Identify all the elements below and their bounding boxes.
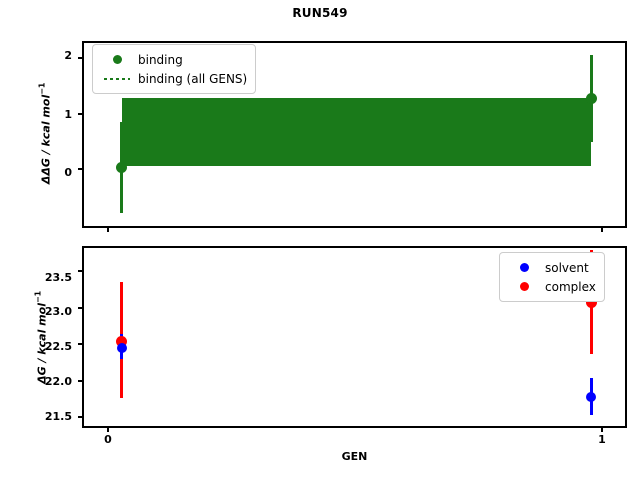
top-plot-area — [82, 41, 627, 228]
bottom-yticklabel-4-wrap: 23.5 — [0, 271, 72, 284]
bottom-yaxis-title-text: ΔG / kcal mol — [35, 303, 49, 384]
top-legend-row-all-gens[interactable]: binding (all GENS) — [100, 69, 247, 88]
bottom-xtick-1 — [601, 428, 603, 432]
top-legend-label-1: binding (all GENS) — [138, 71, 248, 86]
top-yaxis-title-text: ΔΔG / kcal mol — [39, 94, 53, 185]
complex-marker-gen1[interactable] — [585, 297, 597, 309]
binding-dotted-line-icon — [100, 77, 134, 80]
top-legend-row-binding[interactable]: binding — [100, 50, 247, 69]
bottom-yticklabel-4: 23.5 — [44, 271, 72, 284]
bottom-yticklabel-1: 22.0 — [44, 375, 72, 388]
solvent-marker-icon — [507, 263, 541, 272]
bottom-ytick-21-5 — [78, 416, 82, 419]
top-yticklabel-2-wrap: 2 — [0, 49, 72, 62]
top-yticklabel-0: 0 — [64, 166, 72, 179]
binding-marker-gen1[interactable] — [585, 93, 597, 105]
all-gens-density-band — [121, 97, 592, 166]
top-yticklabel-1-wrap: 1 — [0, 108, 72, 121]
top-yticklabel-0-wrap: 0 — [0, 166, 72, 179]
complex-marker-icon — [507, 282, 541, 291]
complex-marker-gen0[interactable] — [116, 335, 128, 347]
top-yticklabel-2: 2 — [64, 49, 72, 62]
top-yaxis-title-exponent: −1 — [37, 82, 47, 95]
bottom-xticklabel-1-wrap: 1 — [582, 433, 622, 447]
top-ytick-2 — [78, 56, 82, 59]
binding-marker-icon — [100, 55, 134, 64]
bottom-xticklabel-0-wrap: 0 — [88, 433, 128, 447]
bottom-ytick-23-5 — [78, 270, 82, 273]
bottom-legend: solvent complex — [499, 252, 605, 302]
bottom-legend-label-0: solvent — [545, 260, 589, 275]
bottom-yaxis-title: ΔG / kcal mol−1 — [34, 242, 49, 432]
bottom-yticklabel-3-wrap: 23.0 — [0, 305, 72, 318]
bottom-ytick-22-0 — [78, 379, 82, 382]
bottom-yaxis-title-exponent: −1 — [33, 290, 43, 304]
top-ytick-1 — [78, 112, 82, 115]
bottom-yticklabel-1-wrap: 22.0 — [0, 375, 72, 388]
top-yticklabel-1: 1 — [64, 108, 72, 121]
solvent-marker-gen0[interactable] — [116, 342, 127, 353]
bottom-yticklabel-2-wrap: 22.5 — [0, 340, 72, 353]
bottom-legend-row-solvent[interactable]: solvent — [507, 258, 596, 277]
bottom-xtick-0 — [107, 428, 109, 432]
solvent-marker-gen1[interactable] — [586, 391, 597, 402]
bottom-legend-row-complex[interactable]: complex — [507, 277, 596, 296]
bottom-yticklabel-0: 21.5 — [44, 410, 72, 423]
top-legend: binding binding (all GENS) — [92, 44, 257, 94]
bottom-yticklabel-0-wrap: 21.5 — [0, 410, 72, 423]
bottom-yticklabel-2: 22.5 — [44, 340, 72, 353]
top-yaxis-title: ΔΔG / kcal mol−1 — [38, 38, 53, 228]
bottom-xticklabel-0: 0 — [104, 433, 112, 446]
top-xtick-0 — [107, 228, 109, 232]
bottom-legend-label-1: complex — [545, 279, 596, 294]
bottom-ytick-23-0 — [78, 306, 82, 309]
top-xtick-1 — [601, 228, 603, 232]
top-legend-label-0: binding — [138, 52, 183, 67]
bottom-yticklabel-3: 23.0 — [44, 305, 72, 318]
bottom-ytick-22-5 — [78, 343, 82, 346]
figure-title: RUN549 — [292, 6, 348, 20]
binding-marker-gen0[interactable] — [116, 161, 128, 173]
top-ytick-0 — [78, 168, 82, 171]
xaxis-title: GEN — [341, 450, 368, 463]
bottom-xticklabel-1: 1 — [598, 433, 606, 446]
